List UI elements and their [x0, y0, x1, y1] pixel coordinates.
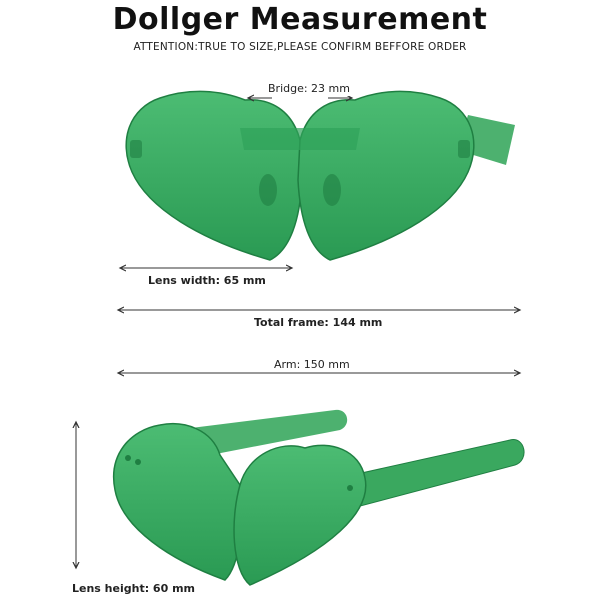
right-lens-shape: [297, 90, 475, 261]
left-lens-shape: [125, 90, 303, 261]
bridge-label: Bridge: 23 mm: [264, 82, 354, 96]
front-sunglasses-illustration: [125, 90, 515, 261]
far-arm-shape: [175, 409, 348, 458]
attention-note: ATTENTION:TRUE TO SIZE,PLEASE CONFIRM BE…: [133, 41, 467, 53]
lens-width-label: Lens width: 65 mm: [146, 274, 268, 288]
arm-label: Arm: 150 mm: [270, 358, 354, 372]
lens-height-label: Lens height: 60 mm: [70, 582, 197, 596]
angled-sunglasses-illustration: [112, 409, 525, 586]
total-frame-label: Total frame: 144 mm: [252, 316, 385, 330]
page-title: Dollger Measurement: [112, 2, 488, 37]
bridge-shape: [240, 128, 360, 150]
left-nose-pad: [259, 174, 277, 206]
right-hinge: [458, 140, 470, 158]
angled-right-lens-shape: [233, 444, 367, 586]
left-hinge: [130, 140, 142, 158]
right-nose-pad: [323, 174, 341, 206]
near-arm-shape: [329, 439, 525, 511]
